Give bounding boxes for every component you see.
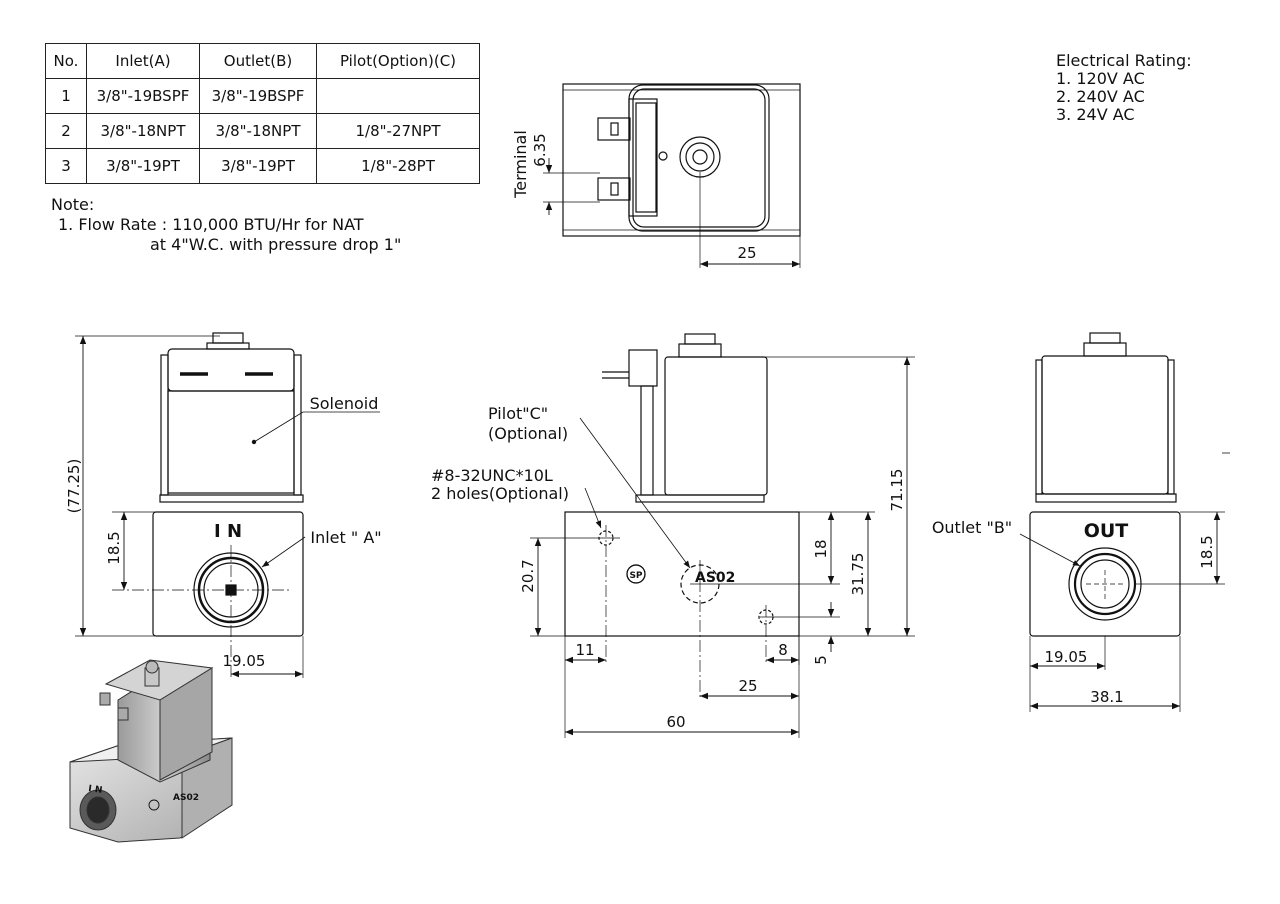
electrical-item: 3. 24V AC	[1056, 105, 1135, 124]
left-center-height-dim: 18.5	[105, 531, 123, 564]
front-hole-right-dim: 8	[778, 641, 788, 659]
inlet-body-mark: I N	[214, 521, 242, 542]
electrical-heading: Electrical Rating:	[1056, 51, 1192, 70]
front-hole-height-dim: 20.7	[519, 559, 537, 592]
front-model-mark: AS02	[695, 570, 735, 586]
terminal-label: Terminal	[511, 130, 530, 199]
front-body-height-dim: 31.75	[849, 553, 867, 596]
top-width-dim: 25	[737, 244, 756, 262]
terminal-dim: 6.35	[531, 133, 549, 166]
top-view	[543, 83, 801, 268]
header-cell: Pilot(Option)(C)	[316, 43, 480, 79]
outlet-body-mark: OUT	[1084, 520, 1129, 542]
header-cell: No.	[45, 43, 87, 79]
solenoid-label: Solenoid	[310, 394, 379, 413]
left-view	[75, 332, 380, 680]
iso-csa-logo-icon	[148, 799, 160, 811]
front-total-height-dim: 71.15	[888, 469, 906, 512]
note-heading: Note:	[51, 195, 95, 214]
table-header-row: No. Inlet(A) Outlet(B) Pilot(Option)(C)	[45, 43, 480, 79]
table-cell: 2	[45, 113, 87, 149]
csa-logo-icon: SP	[626, 564, 646, 584]
table-cell: 3/8"-19BSPF	[86, 78, 200, 114]
table-row: 1 3/8"-19BSPF 3/8"-19BSPF	[45, 78, 480, 114]
svg-text:SP: SP	[629, 571, 642, 581]
holes-label-2: 2 holes(Optional)	[431, 484, 569, 503]
front-pilot-height-dim: 18	[812, 539, 830, 558]
right-width-dim: 38.1	[1090, 688, 1123, 706]
left-height-dim: (77.25)	[65, 459, 83, 514]
table-cell: 1/8"-27NPT	[316, 113, 480, 149]
front-hole-offset-dim: 11	[575, 641, 594, 659]
spec-table: No. Inlet(A) Outlet(B) Pilot(Option)(C) …	[45, 43, 480, 184]
right-center-offset-dim: 19.05	[1045, 648, 1088, 666]
iso-valve-render	[69, 659, 233, 843]
table-cell: 1/8"-28PT	[316, 148, 480, 184]
holes-label-1: #8-32UNC*10L	[431, 466, 553, 485]
table-row: 2 3/8"-18NPT 3/8"-18NPT 1/8"-27NPT	[45, 113, 480, 149]
table-cell	[316, 78, 480, 114]
note-line-2: at 4"W.C. with pressure drop 1"	[150, 235, 402, 254]
front-length-dim: 60	[666, 713, 685, 731]
front-bottom-offset-dim: 5	[812, 655, 830, 665]
table-cell: 3	[45, 148, 87, 184]
table-cell: 1	[45, 78, 87, 114]
iso-model-mark: AS02	[173, 793, 199, 803]
left-center-offset-dim: 19.05	[223, 652, 266, 670]
table-cell: 3/8"-19BSPF	[199, 78, 317, 114]
table-cell: 3/8"-19PT	[86, 148, 200, 184]
front-pilot-offset-dim: 25	[738, 677, 757, 695]
header-cell: Inlet(A)	[86, 43, 200, 79]
table-cell: 3/8"-19PT	[199, 148, 317, 184]
right-center-height-dim: 18.5	[1198, 535, 1216, 568]
header-cell: Outlet(B)	[199, 43, 317, 79]
inlet-label: Inlet " A"	[310, 528, 381, 547]
note-line-1: 1. Flow Rate : 110,000 BTU/Hr for NAT	[58, 215, 364, 234]
front-view	[530, 333, 915, 738]
table-cell: 3/8"-18NPT	[199, 113, 317, 149]
electrical-item: 1. 120V AC	[1056, 69, 1145, 88]
right-view	[1019, 332, 1230, 712]
electrical-item: 2. 240V AC	[1056, 87, 1145, 106]
pilot-label-2: (Optional)	[488, 424, 568, 443]
table-row: 3 3/8"-19PT 3/8"-19PT 1/8"-28PT	[45, 148, 480, 184]
electrical-rating: Electrical Rating: 1. 120V AC 2. 240V AC…	[1056, 52, 1192, 124]
iso-body-mark: I N	[88, 784, 103, 796]
pilot-label-1: Pilot"C"	[488, 404, 548, 423]
table-cell: 3/8"-18NPT	[86, 113, 200, 149]
outlet-label: Outlet "B"	[932, 518, 1012, 537]
